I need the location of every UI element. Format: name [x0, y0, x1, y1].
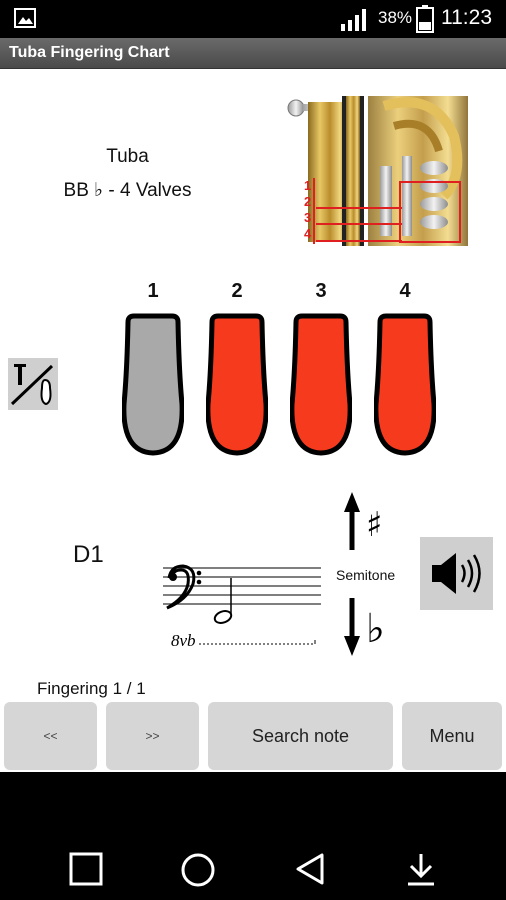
valve-1[interactable] — [122, 312, 184, 457]
semitone-controls: ♯ ♭ — [344, 492, 385, 656]
valve-3[interactable] — [290, 312, 352, 457]
note-head — [213, 578, 233, 624]
music-staff: 8vb — [163, 564, 321, 650]
valve-3-number: 3 — [315, 280, 327, 302]
clock: 11:23 — [441, 6, 492, 29]
sharp-symbol[interactable]: ♯ — [366, 505, 382, 545]
prev-fingering-button[interactable]: << — [4, 702, 97, 770]
diagram-valve-1-label: 1 — [304, 178, 311, 193]
tuba-valve-image: 1 2 3 4 — [287, 96, 468, 246]
play-sound-button[interactable] — [420, 537, 493, 610]
semitone-up-arrow-icon[interactable] — [344, 492, 360, 550]
bass-clef-icon — [166, 564, 202, 610]
menu-button[interactable]: Menu — [402, 702, 502, 770]
fingering-count: Fingering 1 / 1 — [37, 679, 146, 698]
diagram-valve-2-label: 2 — [304, 194, 311, 209]
valve-type-toggle-button[interactable] — [8, 358, 58, 410]
next-fingering-button[interactable]: >> — [106, 702, 199, 770]
battery-icon — [416, 5, 434, 33]
valve-4-number: 4 — [399, 280, 411, 302]
search-note-button[interactable]: Search note — [208, 702, 393, 770]
gallery-icon — [14, 8, 36, 28]
back-triangle-icon[interactable] — [294, 852, 326, 886]
valve-4-shape — [374, 313, 436, 456]
valve-2-number: 2 — [231, 280, 243, 302]
signal-icon — [341, 9, 366, 31]
battery-percent: 38% — [378, 8, 413, 27]
valve-3-shape — [290, 313, 352, 456]
download-arrow-icon[interactable] — [404, 852, 438, 886]
diagram-valve-4-label: 4 — [304, 226, 312, 241]
square-icon[interactable] — [69, 852, 103, 886]
speaker-icon — [432, 553, 481, 594]
navigation-bar — [0, 772, 506, 900]
instrument-key: BB ♭ - 4 Valves — [63, 180, 192, 201]
valve-1-number: 1 — [147, 280, 159, 302]
valve-2-shape — [206, 313, 268, 456]
semitone-label: Semitone — [336, 567, 396, 583]
flat-symbol[interactable]: ♭ — [366, 606, 385, 652]
note-name: D1 — [73, 541, 104, 568]
diagram-valve-3-label: 3 — [304, 210, 311, 225]
instrument-name: Tuba — [106, 146, 149, 167]
valve-toggle-icon — [10, 364, 54, 406]
circle-icon[interactable] — [180, 852, 216, 888]
app-title-bar: Tuba Fingering Chart — [0, 38, 506, 69]
octave-marking: 8vb — [171, 631, 196, 650]
status-bar: 38% 11:23 — [0, 0, 506, 38]
valve-2[interactable] — [206, 312, 268, 457]
valve-4[interactable] — [374, 312, 436, 457]
app-title: Tuba Fingering Chart — [9, 44, 170, 61]
valve-1-shape — [122, 313, 184, 456]
semitone-down-arrow-icon[interactable] — [344, 598, 360, 656]
